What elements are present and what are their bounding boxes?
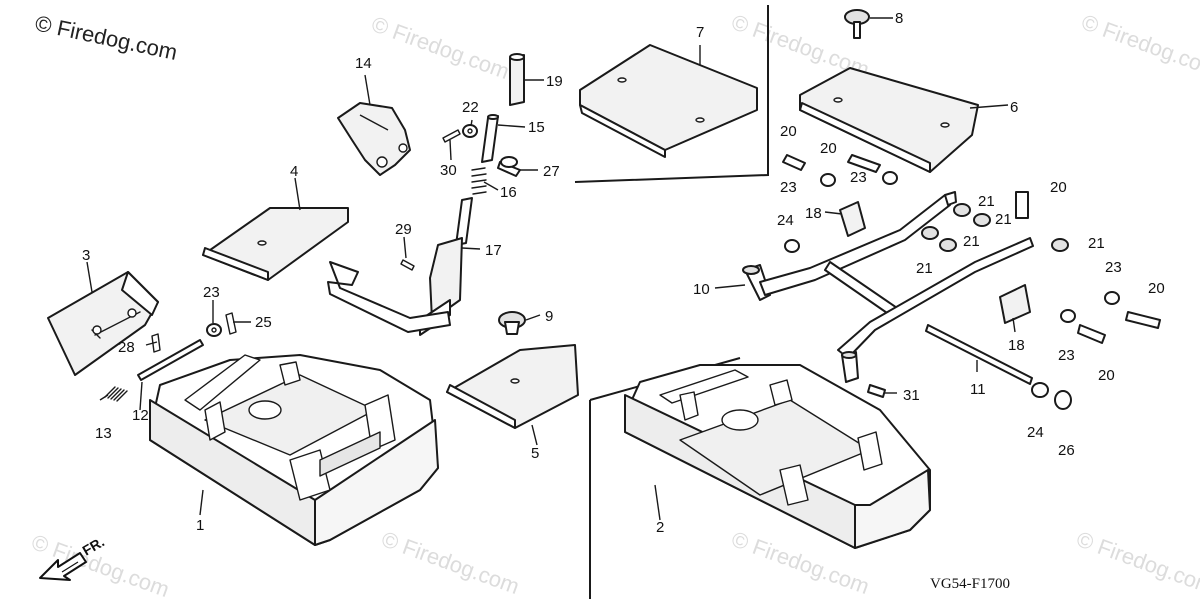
callout-3: 3 (82, 247, 90, 264)
callout-26: 26 (1058, 442, 1075, 459)
callout-6: 6 (1010, 99, 1018, 116)
callout-17: 17 (485, 242, 502, 259)
callout-9: 9 (545, 308, 553, 325)
callout-8: 8 (895, 10, 903, 27)
callout-21: 21 (963, 233, 980, 250)
callout-1: 1 (196, 517, 204, 534)
callout-20: 20 (820, 140, 837, 157)
watermark: © Firedog.com (1073, 526, 1200, 599)
callout-21: 21 (995, 211, 1012, 228)
watermark: © Firedog.com (1078, 9, 1200, 82)
part-10-lift-frame (742, 191, 1034, 383)
callout-24: 24 (777, 212, 794, 229)
watermark: © Firedog.com (368, 11, 512, 84)
part-24-washers (784, 239, 1049, 398)
part-8-knob (844, 9, 870, 39)
part-6-panel (799, 67, 979, 173)
part-5-cover-plate (446, 344, 579, 429)
callout-16: 16 (500, 184, 517, 201)
callout-12: 12 (132, 407, 149, 424)
part-26-clip (1054, 390, 1072, 410)
callout-23: 23 (1058, 347, 1075, 364)
callout-21: 21 (978, 193, 995, 210)
part-14-bracket (337, 102, 411, 176)
part-1-mower-deck (149, 354, 439, 546)
callout-20: 20 (1050, 179, 1067, 196)
part-27-bolt (497, 156, 521, 177)
callout-19: 19 (546, 73, 563, 90)
callout-7: 7 (696, 24, 704, 41)
part-18-bracket (839, 201, 1031, 324)
part-20-bolts (782, 154, 1161, 344)
part-2-mower-deck (624, 364, 931, 549)
callout-23: 23 (203, 284, 220, 301)
callout-29: 29 (395, 221, 412, 238)
callout-14: 14 (355, 55, 372, 72)
callout-24: 24 (1027, 424, 1044, 441)
callout-11: 11 (970, 381, 986, 398)
part-21-nuts (921, 203, 1069, 252)
callout-4: 4 (290, 163, 298, 180)
callout-28: 28 (118, 339, 135, 356)
callout-30: 30 (440, 162, 457, 179)
callout-22: 22 (462, 99, 479, 116)
part-7-panel (579, 44, 758, 158)
part-29-pin (400, 259, 415, 271)
callout-5: 5 (531, 445, 539, 462)
part-31-fitting (867, 384, 886, 398)
part-12-rod (137, 339, 204, 381)
callout-27: 27 (543, 163, 560, 180)
callout-23: 23 (1105, 259, 1122, 276)
callout-31: 31 (903, 387, 920, 404)
callout-10: 10 (693, 281, 710, 298)
part-9-knob (498, 311, 526, 335)
leader-lines (86, 17, 1016, 521)
callout-20: 20 (780, 123, 797, 140)
part-3-discharge-cover (47, 271, 159, 376)
part-16-spring (471, 167, 487, 195)
part-23-washers-right (820, 171, 1120, 323)
part-23-washer (206, 323, 222, 337)
part-30-pin (442, 129, 461, 143)
callout-20: 20 (1098, 367, 1115, 384)
callout-18: 18 (1008, 337, 1025, 354)
arrow-icon (39, 552, 87, 581)
part-11-axle (925, 324, 1033, 385)
callout-23: 23 (850, 169, 867, 186)
part-15-rod (481, 114, 499, 163)
brand-logo-text: © Firedog.com (33, 10, 180, 65)
callout-numbers: 1 2 3 4 5 6 7 8 9 10 11 12 13 14 15 16 1… (82, 10, 1165, 536)
callout-18: 18 (805, 205, 822, 222)
part-25-pin (225, 312, 237, 335)
callout-2: 2 (656, 519, 664, 536)
part-19-grip (509, 53, 525, 106)
callout-21: 21 (916, 260, 933, 277)
callout-21: 21 (1088, 235, 1105, 252)
section-divider-top (574, 5, 769, 183)
watermark: © Firedog.com (378, 526, 522, 599)
callout-15: 15 (528, 119, 545, 136)
arrow-hatch (61, 561, 79, 573)
callout-13: 13 (95, 425, 112, 442)
part-28-pin (151, 333, 161, 353)
callout-25: 25 (255, 314, 272, 331)
part-22-washer (462, 124, 478, 138)
callout-23: 23 (780, 179, 797, 196)
diagram-code: VG54-F1700 (930, 576, 1010, 592)
part-4-cover-plate (202, 207, 349, 281)
callout-20: 20 (1148, 280, 1165, 297)
lever-frame (327, 261, 451, 333)
part-13-spring (99, 386, 128, 402)
